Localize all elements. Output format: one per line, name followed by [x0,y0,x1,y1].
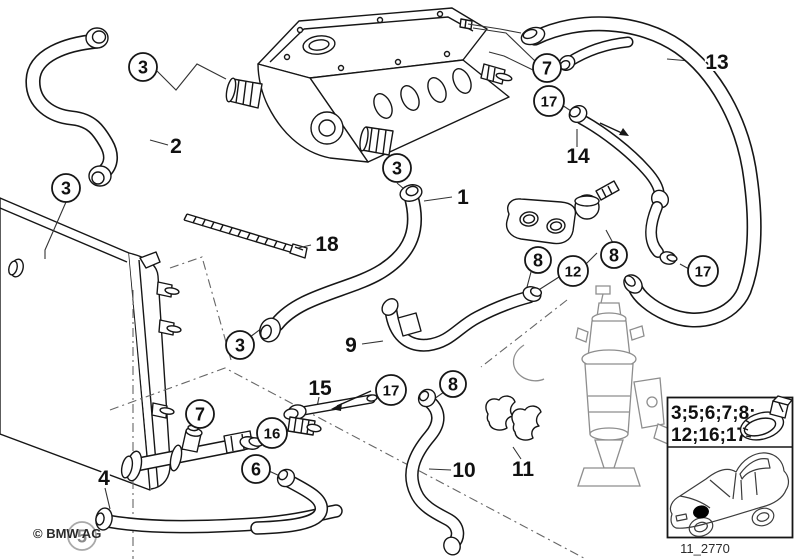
callout-7[interactable]: 7 [532,53,562,83]
hose-14 [568,104,670,209]
callout-number: 3 [392,159,402,179]
callout-5[interactable]: 5 [67,521,97,551]
strap-part-18 [183,213,308,259]
copyright-text: © BMW AG [33,526,101,541]
callout-number: 8 [609,246,619,266]
callout-circle[interactable] [557,255,589,287]
callout-number: 17 [383,383,400,400]
callout-3[interactable]: 3 [128,52,158,82]
callout-number: 7 [542,59,552,79]
callout-circle[interactable] [51,173,81,203]
hose-clamp-icon [739,395,793,441]
leader-lines [44,23,702,510]
hose-6 [250,468,328,535]
callout-16[interactable]: 16 [256,417,288,449]
engine-drawing [225,7,513,163]
callout-8[interactable]: 8 [524,246,552,274]
part-label-9[interactable]: 9 [343,332,359,359]
hose-2 [25,27,118,187]
callout-circle[interactable] [256,417,288,449]
hose-1 [259,184,423,343]
callout-17[interactable]: 17 [687,255,719,287]
callout-circle[interactable] [67,521,97,551]
callout-number: 8 [448,375,458,395]
callout-circle[interactable] [439,370,467,398]
callout-3[interactable]: 3 [225,330,255,360]
callout-number: 6 [251,460,261,480]
callout-circle[interactable] [687,255,719,287]
car-location-icon [669,452,790,537]
diagram-id-text: 11_2770 [680,541,730,556]
callout-number: 3 [138,58,148,78]
legend-row-2: 12;16;17 [671,425,747,446]
callout-17[interactable]: 17 [533,85,565,117]
callout-12[interactable]: 12 [557,255,589,287]
callout-number: 3 [235,336,245,356]
callout-7[interactable]: 7 [185,399,215,429]
part-labels-layer: 2 1 13 14 18 9 15 10 11 4 [96,49,731,492]
callout-circle[interactable] [375,374,407,406]
part-label-13[interactable]: 13 [703,49,730,76]
callout-circle[interactable] [382,153,412,183]
callout-number: 17 [541,94,558,111]
pipe-15 [283,390,378,420]
callout-number: 12 [565,264,582,281]
callout-number: 16 [264,426,281,443]
part-label-18[interactable]: 18 [313,231,341,258]
callout-circle[interactable] [128,52,158,82]
callout-circle[interactable] [241,454,271,484]
callout-6[interactable]: 6 [241,454,271,484]
callout-circle[interactable] [600,241,628,269]
part-label-15[interactable]: 15 [306,375,334,402]
callout-3[interactable]: 3 [51,173,81,203]
hose-9 [381,286,543,352]
coolant-valve-ghost [512,285,673,487]
callout-number: 17 [695,264,712,281]
part-label-11[interactable]: 11 [510,456,537,483]
callout-circle[interactable] [524,246,552,274]
callout-number: 5 [77,527,87,547]
callout-3[interactable]: 3 [382,153,412,183]
callout-number: 8 [533,251,543,271]
callout-circle[interactable] [225,330,255,360]
legend-box: 3;5;6;7;8; 12;16;17 [666,395,794,539]
part-label-2[interactable]: 2 [168,133,184,160]
callout-8[interactable]: 8 [439,370,467,398]
thermostat-flange [505,180,620,245]
callout-circle[interactable] [532,53,562,83]
callout-number: 7 [195,405,205,425]
hood-location-dot [693,505,709,519]
callout-8[interactable]: 8 [600,241,628,269]
hose-branch-17 [645,201,678,265]
callout-number: 3 [61,179,71,199]
part-label-10[interactable]: 10 [450,457,477,484]
callout-17[interactable]: 17 [375,374,407,406]
clips-part-11 [485,395,542,441]
part-label-1[interactable]: 1 [455,184,471,211]
hose-10 [405,388,465,556]
part-label-14[interactable]: 14 [564,143,592,170]
radiator-drawing [0,197,182,491]
legend-row-1: 3;5;6;7;8; [671,403,755,424]
callout-circle[interactable] [185,399,215,429]
hose-7-stub [558,36,634,72]
callout-circle[interactable] [533,85,565,117]
part-label-4[interactable]: 4 [96,465,112,492]
hose-13 [520,16,762,328]
